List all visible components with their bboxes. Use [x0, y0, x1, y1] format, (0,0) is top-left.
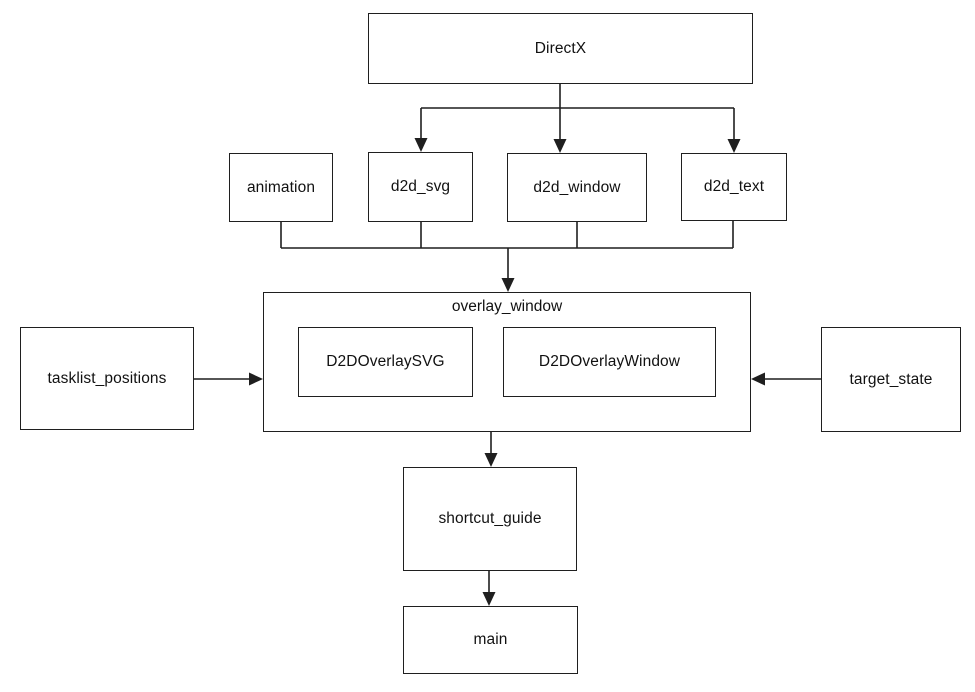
- node-d2d-window: d2d_window: [507, 153, 647, 222]
- node-d2d-overlay-window: D2DOverlayWindow: [503, 327, 716, 397]
- node-shortcut-guide-label: shortcut_guide: [438, 510, 542, 527]
- arrowhead-d2d_text: [727, 139, 741, 153]
- node-directx-label: DirectX: [534, 39, 587, 57]
- arrowhead-overlay-right: [751, 372, 765, 386]
- node-tasklist-positions: tasklist_positions: [20, 327, 194, 430]
- node-shortcut-guide: shortcut_guide: [403, 467, 577, 571]
- node-tasklist-positions-label: tasklist_positions: [47, 369, 167, 387]
- arrowhead-main: [482, 592, 496, 606]
- node-target-state: target_state: [821, 327, 961, 432]
- node-d2d-window-label: d2d_window: [533, 178, 621, 196]
- node-d2d-overlay-svg: D2DOverlaySVG: [298, 327, 473, 397]
- arrowhead-shortcut_guide: [484, 453, 498, 467]
- arrowhead-d2d_svg: [414, 138, 428, 152]
- node-main-label: main: [473, 631, 508, 648]
- arrowhead-overlay-top: [501, 278, 515, 292]
- node-d2d-text-label: d2d_text: [703, 178, 765, 195]
- node-directx: DirectX: [368, 13, 753, 84]
- arrowhead-d2d_window: [553, 139, 567, 153]
- arrowhead-overlay-left: [249, 372, 263, 386]
- node-d2d-overlay-svg-label: D2DOverlaySVG: [326, 353, 445, 370]
- node-animation: animation: [229, 153, 333, 222]
- node-d2d-svg-label: d2d_svg: [390, 178, 451, 195]
- node-animation-label: animation: [246, 178, 316, 196]
- node-d2d-overlay-window-label: D2DOverlayWindow: [538, 353, 681, 370]
- node-target-state-label: target_state: [849, 370, 933, 388]
- node-d2d-text: d2d_text: [681, 153, 787, 221]
- node-d2d-svg: d2d_svg: [368, 152, 473, 222]
- group-overlay-window-label: overlay_window: [451, 298, 563, 315]
- node-main: main: [403, 606, 578, 674]
